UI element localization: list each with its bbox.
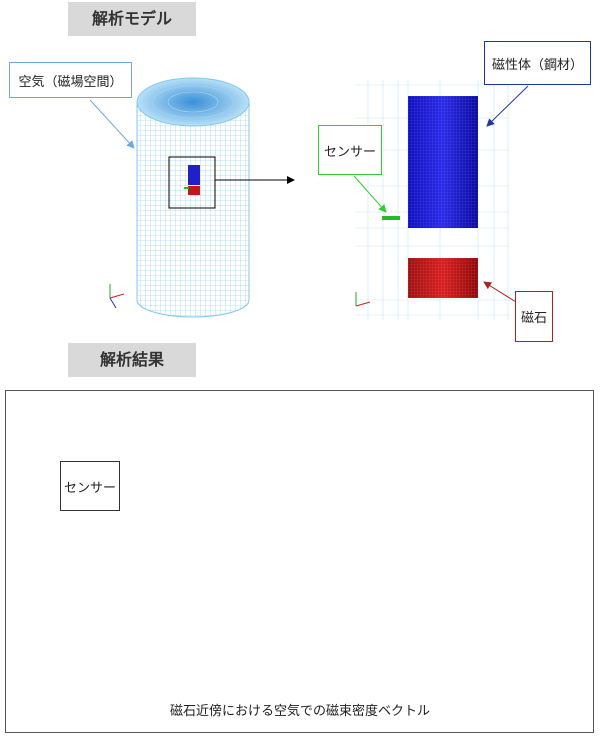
result-caption: 磁石近傍における空気での磁束密度ベクトル <box>169 704 430 719</box>
small-steel-magnet <box>184 165 200 195</box>
model-section-title: 解析モデル <box>68 2 196 36</box>
axis-triad-left <box>109 284 125 309</box>
sensor-callout-result: センサー <box>60 461 120 511</box>
magnet-body <box>408 258 478 298</box>
air-callout-arrow <box>89 99 135 149</box>
air-callout: 空気（磁場空間） <box>9 62 132 98</box>
axis-triad-right <box>355 292 371 307</box>
magnet-callout-arrow <box>483 281 517 303</box>
air-cylinder-mesh <box>136 77 250 318</box>
sensor-callout-model: センサー <box>318 125 382 175</box>
steel-callout: 磁性体（鋼材） <box>484 41 591 85</box>
magnet-callout: 磁石 <box>515 291 553 342</box>
steel-body <box>408 96 478 228</box>
sensor-callout-arrow <box>353 175 387 213</box>
result-section-title: 解析結果 <box>68 343 196 377</box>
result-panel <box>5 390 594 733</box>
steel-callout-arrow <box>486 85 529 127</box>
zoom-box-model <box>168 156 216 209</box>
sensor-element <box>382 216 400 220</box>
